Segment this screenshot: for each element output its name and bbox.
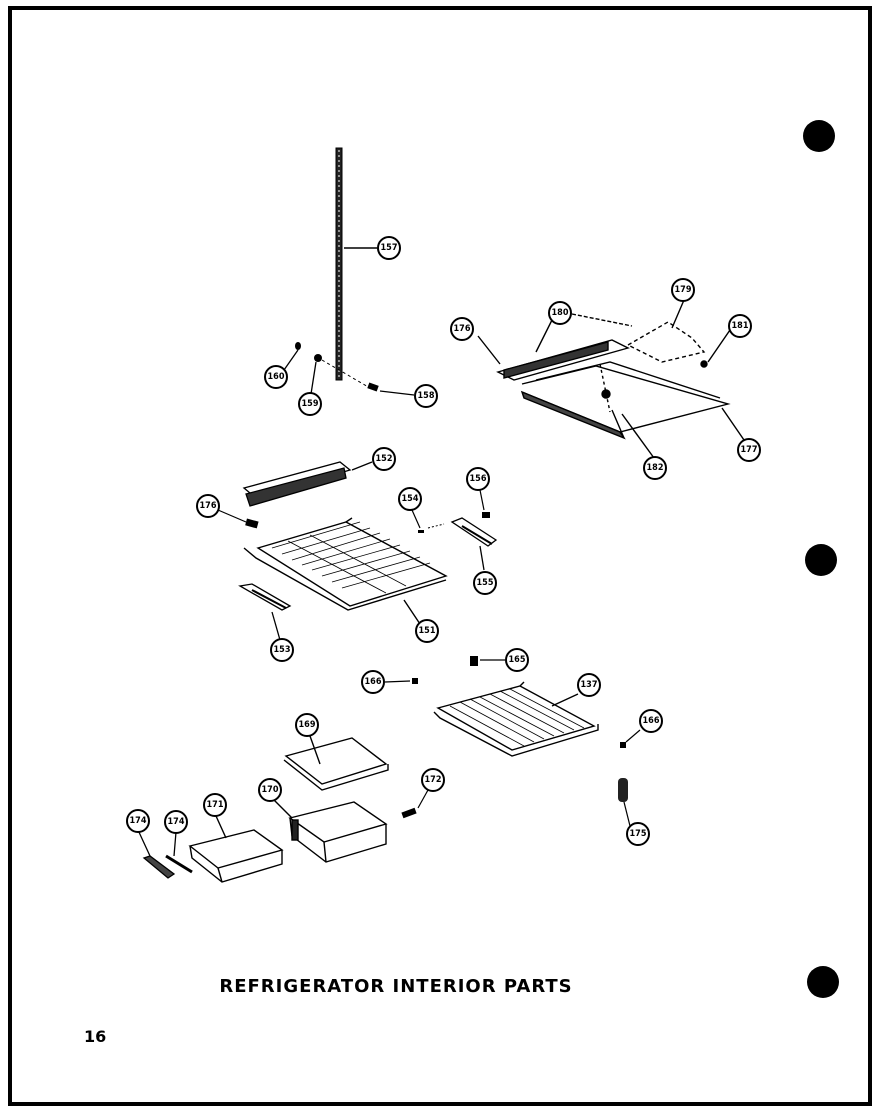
- callout-174b: 174: [164, 810, 188, 834]
- callout-166b-label: 166: [643, 716, 660, 726]
- callout-157: 157: [377, 236, 401, 260]
- callout-137-label: 137: [581, 680, 598, 690]
- callout-174a-label: 174: [130, 816, 147, 826]
- callout-153: 153: [270, 638, 294, 662]
- callout-169-label: 169: [299, 720, 316, 730]
- pan-cover-169-part: [283, 735, 389, 791]
- callout-176a-label: 176: [454, 324, 471, 334]
- callout-154-label: 154: [402, 494, 419, 504]
- callout-169: 169: [295, 713, 319, 737]
- callout-170-label: 170: [262, 785, 279, 795]
- callout-137: 137: [577, 673, 601, 697]
- callout-182: 182: [643, 456, 667, 480]
- page-title: REFRIGERATOR INTERIOR PARTS: [219, 976, 573, 997]
- callout-152: 152: [372, 447, 396, 471]
- clip-156-part: [479, 489, 490, 518]
- stud-166-part: [384, 678, 418, 684]
- clip-176-part: [217, 509, 259, 529]
- pan-171-part: [188, 815, 284, 883]
- page-border: [8, 6, 872, 1106]
- callout-151-label: 151: [419, 626, 436, 636]
- callout-176b-label: 176: [200, 501, 217, 511]
- bracket-155-part: [450, 517, 498, 571]
- callout-165: 165: [505, 648, 529, 672]
- callout-176b: 176: [196, 494, 220, 518]
- callout-180: 180: [548, 301, 572, 325]
- binder-hole-middle: [805, 544, 837, 576]
- trim-174a-part: [137, 829, 176, 879]
- cover-152-part: [242, 461, 373, 507]
- callout-176a: 176: [450, 317, 474, 341]
- callout-171-label: 171: [207, 800, 224, 810]
- callout-171: 171: [203, 793, 227, 817]
- callout-181: 181: [728, 314, 752, 338]
- callout-160-label: 160: [268, 372, 285, 382]
- bracket-165-part: [470, 656, 505, 666]
- callout-160: 160: [264, 365, 288, 389]
- callout-154: 154: [398, 487, 422, 511]
- callout-180-label: 180: [552, 308, 569, 318]
- callout-158: 158: [414, 384, 438, 408]
- pan-170-part: [273, 799, 388, 863]
- callout-159: 159: [298, 392, 322, 416]
- shelf-151-part: [243, 517, 448, 625]
- callout-165-label: 165: [509, 655, 526, 665]
- callout-151: 151: [415, 619, 439, 643]
- crisper-cover-frame-part: [477, 299, 745, 459]
- callout-177-label: 177: [741, 445, 758, 455]
- callout-179-label: 179: [675, 285, 692, 295]
- callout-166a-label: 166: [365, 677, 382, 687]
- rail-157-part: [335, 147, 377, 381]
- callout-179: 179: [671, 278, 695, 302]
- callout-172: 172: [421, 768, 445, 792]
- bracket-153-part: [238, 583, 292, 641]
- callout-175: 175: [626, 822, 650, 846]
- callout-157-label: 157: [381, 243, 398, 253]
- fastener-160-part: [283, 342, 301, 371]
- callout-170: 170: [258, 778, 282, 802]
- callout-181-label: 181: [732, 321, 749, 331]
- spring-175-part: [618, 778, 631, 827]
- binder-hole-top: [803, 120, 835, 152]
- screw-158-part: [367, 382, 415, 396]
- page-number: 16: [84, 1027, 107, 1046]
- callout-156-label: 156: [470, 474, 487, 484]
- binder-hole-bottom: [807, 966, 839, 998]
- callout-175-label: 175: [630, 829, 647, 839]
- callout-177: 177: [737, 438, 761, 462]
- callout-156: 156: [466, 467, 490, 491]
- callout-159-label: 159: [302, 399, 319, 409]
- stud-166b-part: [620, 729, 641, 748]
- callout-166b: 166: [639, 709, 663, 733]
- callout-174a: 174: [126, 809, 150, 833]
- callout-152-label: 152: [376, 454, 393, 464]
- trim-174b-part: [165, 831, 193, 874]
- callout-155-label: 155: [477, 578, 494, 588]
- fastener-159-part: [310, 354, 371, 395]
- callout-153-label: 153: [274, 645, 291, 655]
- callout-182-label: 182: [647, 463, 664, 473]
- callout-174b-label: 174: [168, 817, 185, 827]
- callout-172-label: 172: [425, 775, 442, 785]
- callout-155: 155: [473, 571, 497, 595]
- pin-172-part: [401, 789, 429, 819]
- pin-154-part: [411, 509, 445, 533]
- callout-158-label: 158: [418, 391, 435, 401]
- callout-166a: 166: [361, 670, 385, 694]
- shelf-137-part: [433, 681, 599, 757]
